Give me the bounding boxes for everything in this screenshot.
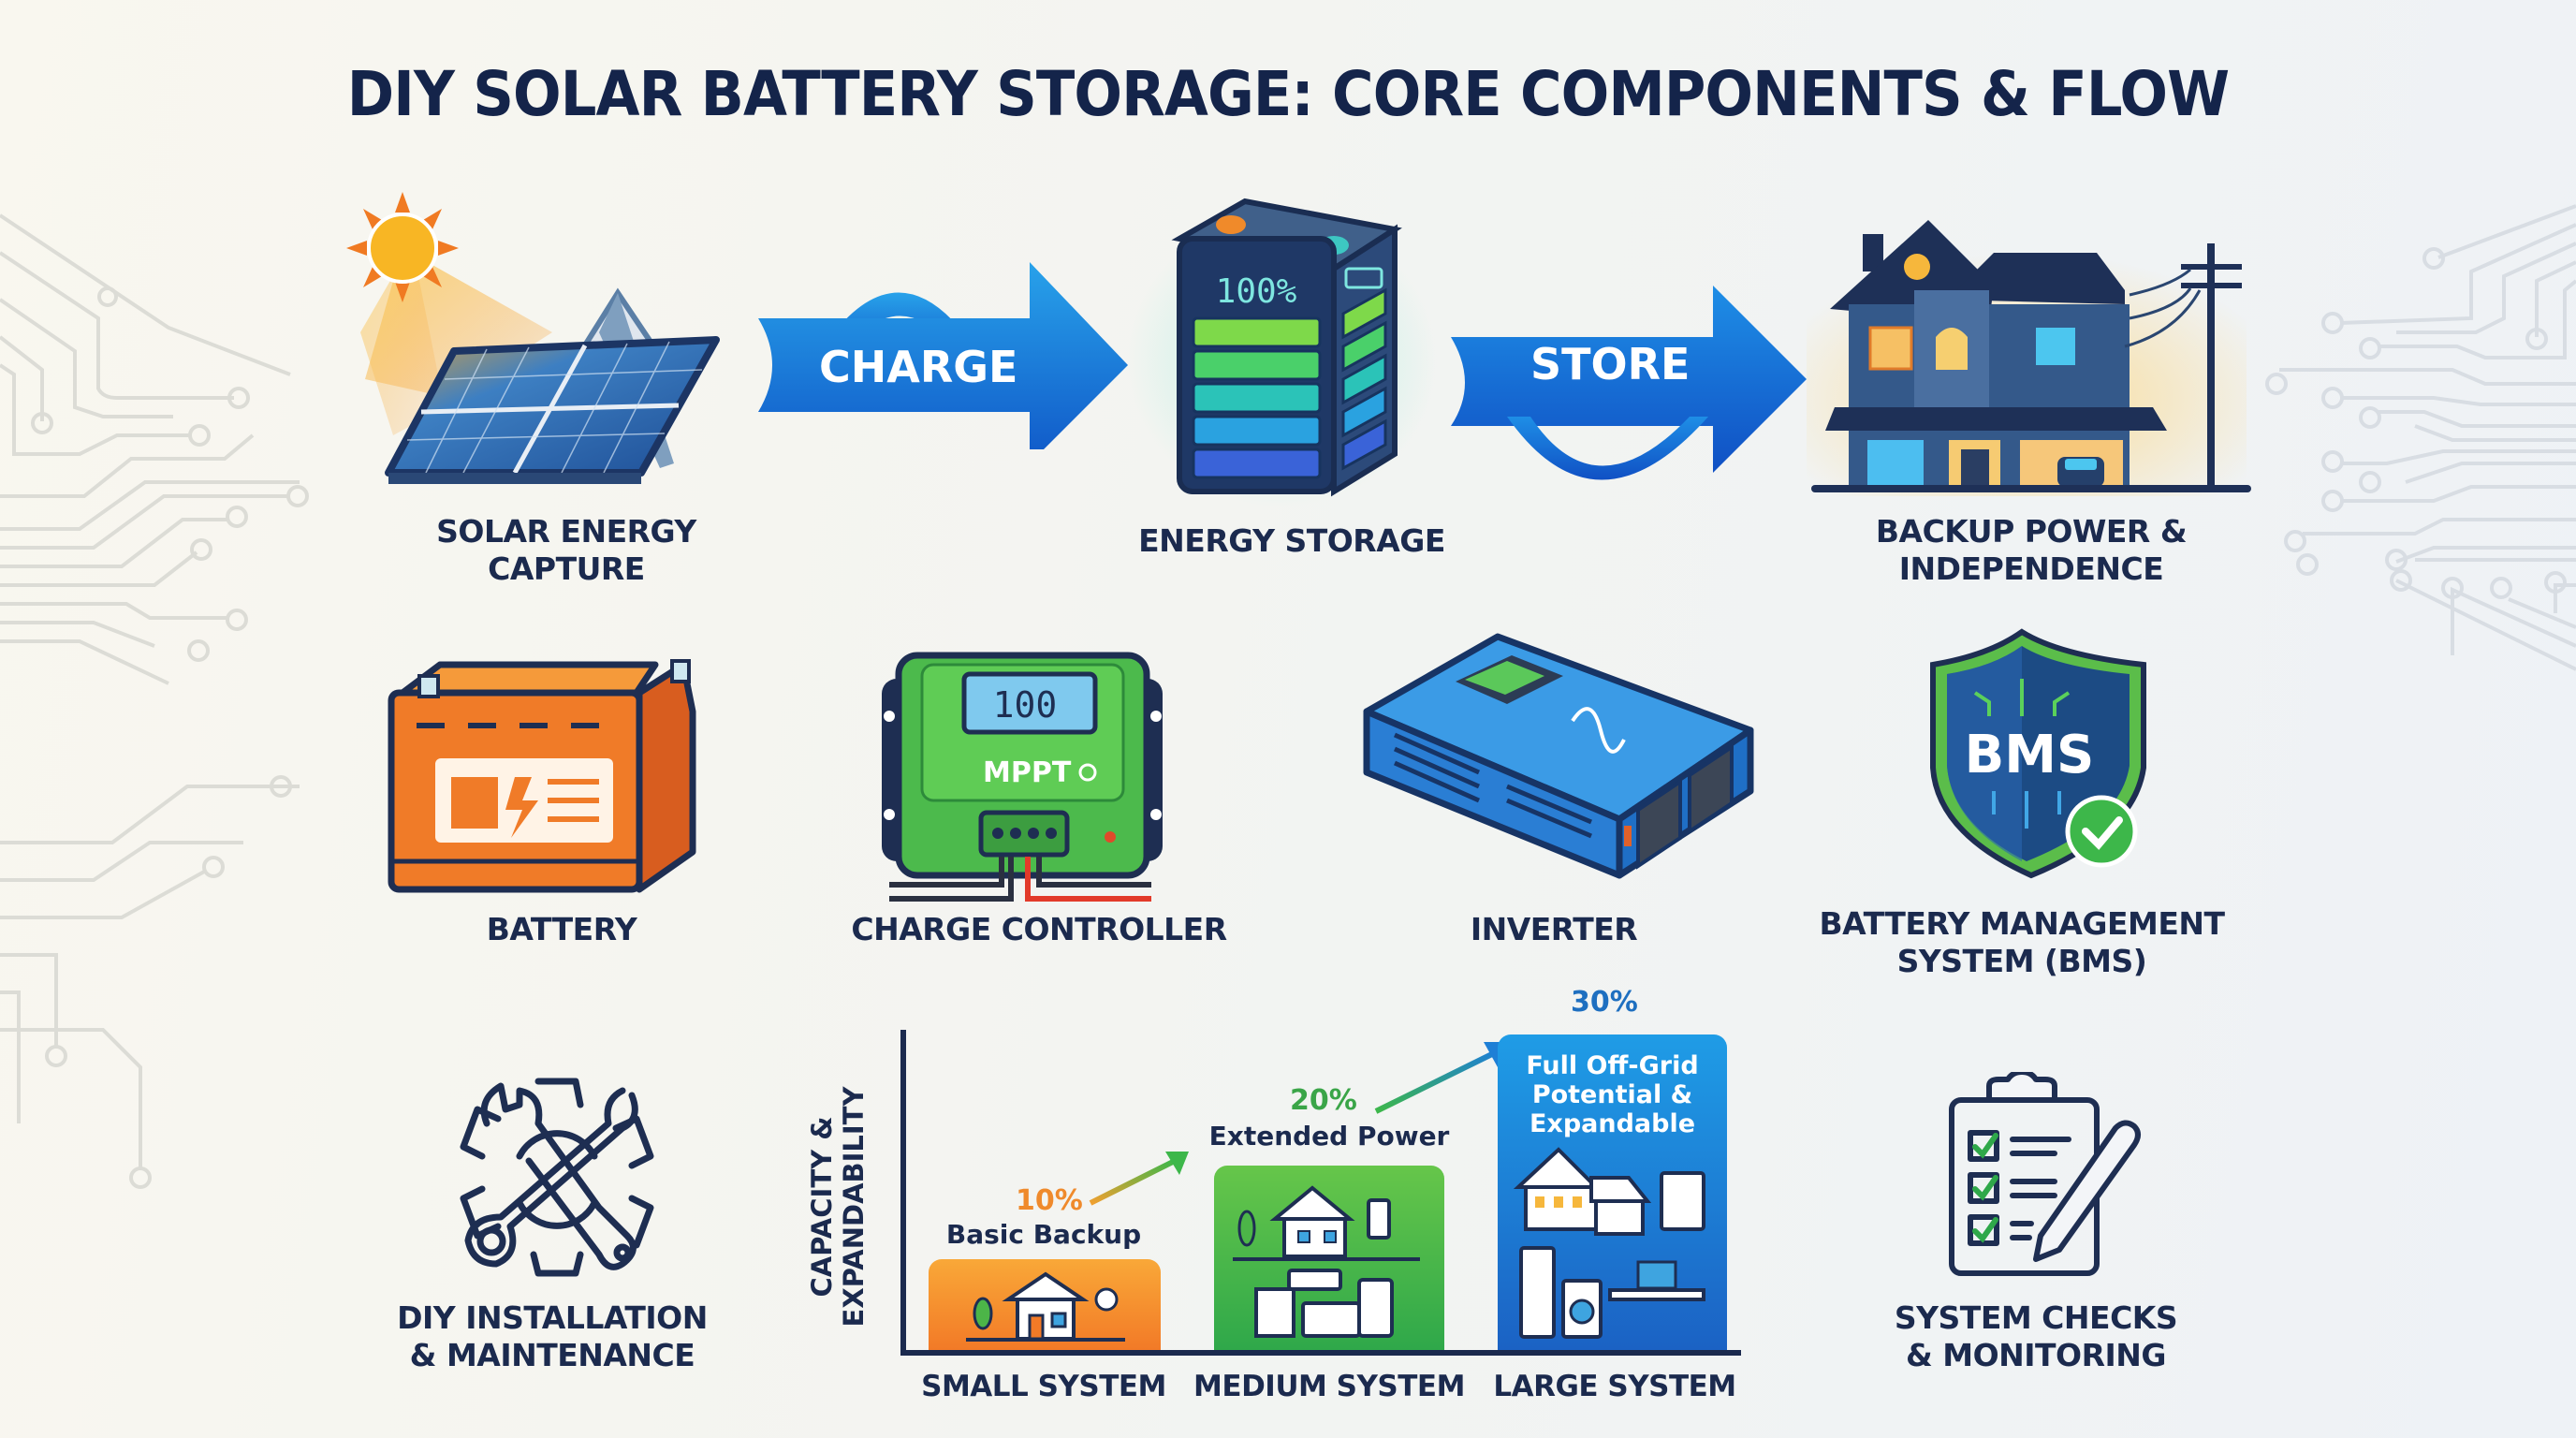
flow-step-storage: 100% xyxy=(1114,192,1451,520)
system-checks-label: SYSTEM CHECKS & MONITORING xyxy=(1894,1299,2178,1373)
wrench-gear-icon xyxy=(460,1078,654,1277)
mppt-badge: MPPT xyxy=(983,756,1072,789)
medium-house-appliances-icon xyxy=(1233,1185,1420,1338)
store-arrow: STORE xyxy=(1442,281,1816,496)
component-inverter-label: INVERTER xyxy=(1470,911,1638,947)
bar-medium-system xyxy=(1214,1166,1444,1350)
x-label-large: LARGE SYSTEM xyxy=(1493,1370,1736,1403)
chart-x-axis xyxy=(900,1350,1741,1356)
mppt-controller-icon: 100 MPPT xyxy=(882,652,1163,902)
component-charge-controller-label: CHARGE CONTROLLER xyxy=(851,911,1227,947)
pct-medium: 20% xyxy=(1290,1084,1357,1117)
controller-display: 100 xyxy=(993,684,1058,726)
bar-small-system xyxy=(929,1259,1161,1350)
circuit-pattern-right xyxy=(2265,204,2576,671)
annotation-basic-backup: Basic Backup xyxy=(945,1219,1142,1250)
page-title: DIY SOLAR BATTERY STORAGE: CORE COMPONEN… xyxy=(346,58,2230,130)
chart-y-axis xyxy=(900,1030,906,1354)
house-backup-power-icon xyxy=(1807,220,2251,496)
component-charge-controller: 100 MPPT xyxy=(871,646,1179,917)
battery-bank-icon: 100% xyxy=(1171,198,1402,497)
component-bms-label: BATTERY MANAGEMENT SYSTEM (BMS) xyxy=(1819,905,2225,979)
power-inverter-icon xyxy=(1363,633,1754,879)
component-inverter xyxy=(1339,618,1769,899)
growth-arrow-2 xyxy=(1374,1042,1512,1114)
component-bms: BMS xyxy=(1919,627,2162,880)
storage-display: 100% xyxy=(1216,272,1297,311)
system-checks xyxy=(1947,1069,2153,1278)
diy-installation-label: DIY INSTALLATION & MAINTENANCE xyxy=(397,1299,708,1373)
diy-installation xyxy=(449,1067,665,1283)
flow-step-storage-label: ENERGY STORAGE xyxy=(1138,522,1445,559)
bms-badge: BMS xyxy=(1965,725,2095,785)
large-house-appliances-icon xyxy=(1513,1147,1705,1339)
flow-step-solar xyxy=(337,192,758,510)
component-battery-label: BATTERY xyxy=(486,911,637,947)
circuit-pattern-left xyxy=(0,213,309,1189)
annotation-extended-power: Extended Power xyxy=(1208,1121,1450,1152)
x-label-medium: MEDIUM SYSTEM xyxy=(1193,1370,1465,1403)
flow-step-house-label: BACKUP POWER & INDEPENDENCE xyxy=(1875,513,2188,587)
growth-arrow-1 xyxy=(1089,1152,1189,1206)
charge-arrow-label: CHARGE xyxy=(819,342,1018,392)
chart-y-axis-label: CAPACITY & EXPANDABILITY xyxy=(806,1086,870,1328)
pct-small: 10% xyxy=(1016,1184,1083,1217)
capacity-chart: CAPACITY & EXPANDABILITY 10% Basic Backu… xyxy=(786,974,1760,1423)
store-arrow-label: STORE xyxy=(1530,339,1690,389)
bar-large-system: Full Off-Grid Potential & Expandable xyxy=(1498,1034,1727,1350)
car-battery-icon xyxy=(388,659,696,893)
annotation-full-off-grid: Full Off-Grid Potential & Expandable xyxy=(1526,1051,1699,1138)
small-house-icon xyxy=(966,1271,1125,1342)
flow-step-house xyxy=(1807,215,2256,496)
pct-large: 30% xyxy=(1571,986,1638,1019)
charge-arrow: CHARGE xyxy=(749,262,1142,463)
flow-step-solar-label: SOLAR ENERGY CAPTURE xyxy=(436,513,696,587)
curved-arrow-right-icon xyxy=(758,262,1128,463)
curved-arrow-right-icon xyxy=(1451,286,1807,480)
x-label-small: SMALL SYSTEM xyxy=(921,1370,1166,1403)
clipboard-checklist-icon xyxy=(1949,1069,2141,1276)
component-battery xyxy=(374,637,749,899)
solar-panel-sun-icon xyxy=(346,192,720,484)
bms-shield-icon: BMS xyxy=(1930,628,2146,879)
